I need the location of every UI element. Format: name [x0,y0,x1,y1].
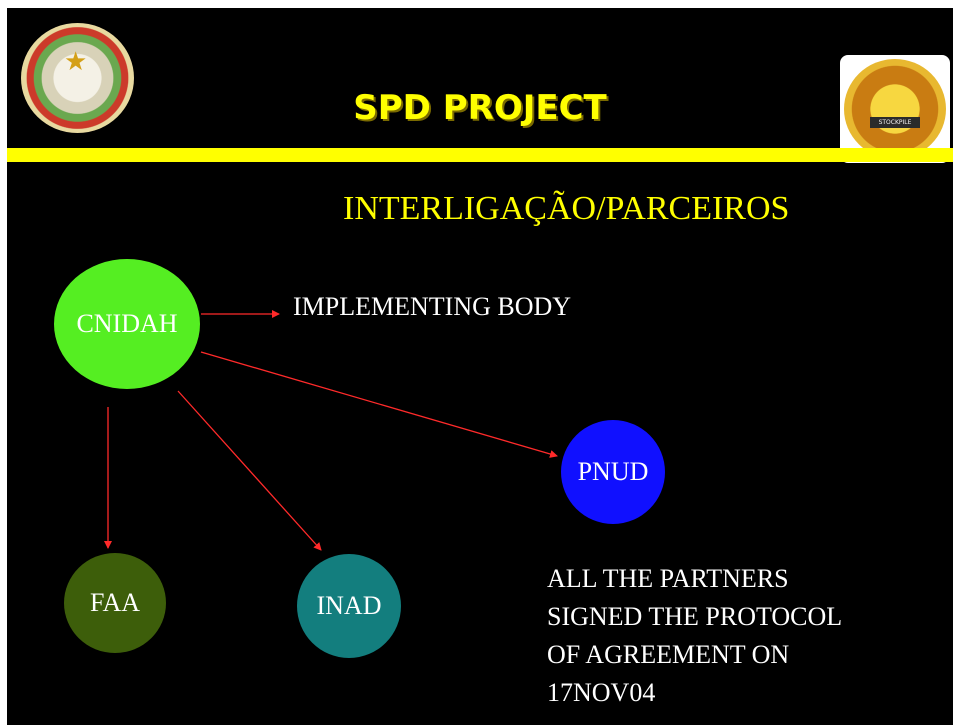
agreement-note: ALL THE PARTNERS SIGNED THE PROTOCOL OF … [547,560,947,712]
angola-coat-of-arms-icon: ★ [21,23,134,133]
note-line: ALL THE PARTNERS [547,564,789,593]
node-inad: INAD [297,554,401,658]
edge-cnidah-pnud [200,351,558,458]
slide: ★ STOCKPILE SPD PROJECT INTERLIGAÇÃO/PAR… [7,8,953,725]
emblem-disc [844,59,946,159]
emblem-label: STOCKPILE [870,117,920,128]
node-label: PNUD [577,457,649,486]
note-line: SIGNED THE PROTOCOL [547,602,843,631]
node-faa: FAA [64,553,166,653]
star-icon: ★ [64,47,88,77]
note-line: 17NOV04 [547,678,656,707]
connector-layer [104,310,558,551]
node-label: INAD [316,591,382,620]
edge-cnidah-inad [177,390,322,551]
node-label: FAA [89,588,141,617]
slide-title: SPD PROJECT [353,88,607,128]
title-divider [7,148,953,162]
slide-subtitle: INTERLIGAÇÃO/PARCEIROS [343,190,790,227]
node-cnidah: CNIDAH [54,259,200,389]
stockpile-emblem-icon: STOCKPILE [840,55,950,163]
node-label: CNIDAH [76,309,178,338]
note-line: OF AGREEMENT ON [547,640,790,669]
node-pnud: PNUD [561,420,665,524]
implementing-body-label: IMPLEMENTING BODY [293,292,572,321]
